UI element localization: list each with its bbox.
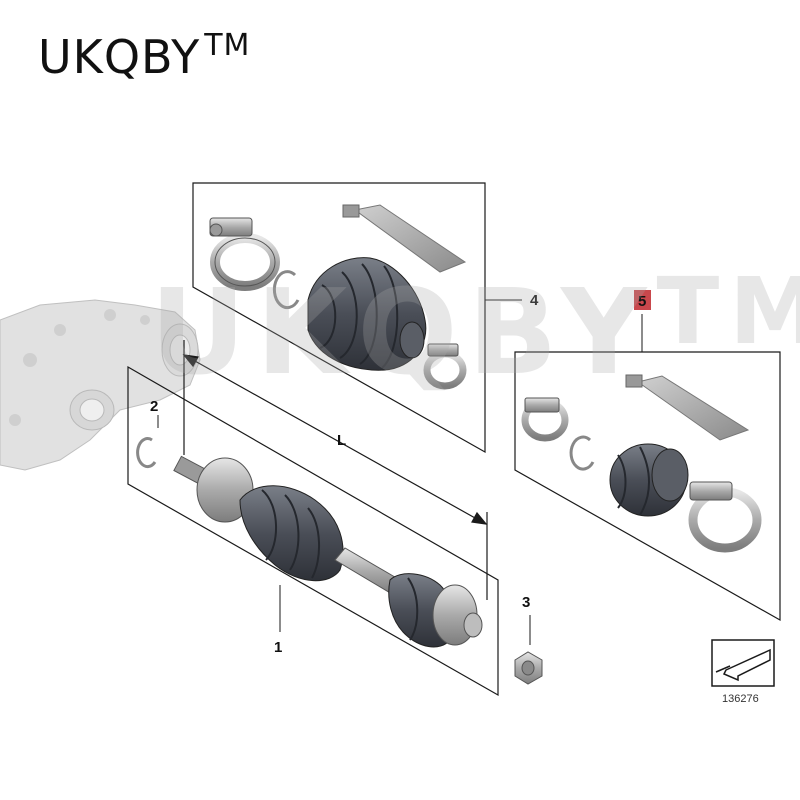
part-5-highlight: [634, 290, 651, 310]
label-part-3: 3: [522, 594, 530, 611]
grease-tube-icon: [342, 204, 467, 273]
joint-boot-icon: [609, 443, 689, 517]
length-dimension: [182, 340, 488, 600]
label-part-4: 4: [530, 292, 539, 309]
brand-name: UKQBY: [38, 30, 201, 84]
watermark: UKQBYTM: [150, 258, 800, 401]
hose-clamp-large-icon: [688, 481, 762, 553]
hose-clamp-large-icon: [209, 217, 280, 291]
label-part-5: 5: [638, 293, 646, 310]
grease-tube-icon: [625, 374, 750, 441]
kit-4-contents: [209, 204, 467, 390]
reference-number: 136276: [722, 693, 759, 705]
transmission-housing: [0, 299, 201, 471]
circlip-item-2-icon: [136, 437, 157, 469]
circlip-icon: [569, 435, 595, 471]
watermark-name: UKQBY: [150, 263, 657, 401]
label-part-1: 1: [274, 639, 282, 656]
watermark-trademark: TM: [656, 258, 800, 365]
hex-nut-icon: [514, 651, 543, 685]
kit-5-contents: [521, 374, 762, 553]
hose-clamp-small-icon: [521, 397, 569, 442]
circlip-icon: [272, 270, 300, 310]
kit-box-4: [192, 182, 486, 454]
shaft-box-1: [127, 365, 499, 697]
label-part-2: 2: [150, 398, 158, 415]
kit-box-5: [514, 351, 781, 622]
reference-badge: [711, 639, 775, 687]
hose-clamp-small-icon: [423, 343, 467, 390]
joint-boot-icon: [307, 257, 427, 371]
label-length: L: [337, 432, 346, 449]
drive-shaft-icon: [173, 455, 483, 648]
brand-trademark: TM: [204, 28, 251, 63]
